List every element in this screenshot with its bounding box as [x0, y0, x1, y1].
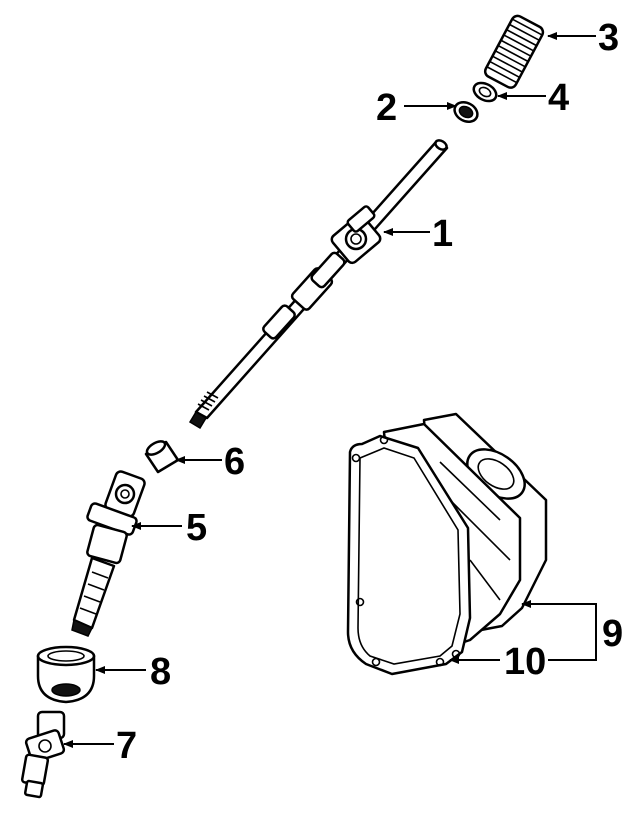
callout-5: 5 [186, 507, 207, 549]
part-grommet [36, 645, 96, 704]
callout-4: 4 [548, 77, 569, 119]
part-ring [472, 81, 498, 103]
part-bearing [453, 101, 479, 123]
callout-2: 2 [376, 87, 397, 129]
part-intermediate-shaft [71, 470, 146, 637]
part-lower-joint [20, 710, 66, 799]
part-upper-shaft [188, 139, 449, 430]
part-boot [144, 440, 180, 474]
callout-numbers: 1 2 3 4 5 6 7 8 9 10 [116, 17, 623, 767]
upper-u-joint [330, 205, 382, 265]
callout-6: 6 [224, 441, 245, 483]
callout-9: 9 [602, 613, 623, 655]
callout-leaders [63, 32, 597, 748]
callout-8: 8 [150, 651, 171, 693]
leader-9-bracket [530, 603, 597, 661]
callout-7: 7 [116, 725, 137, 767]
callout-3: 3 [598, 17, 619, 59]
callout-1: 1 [432, 213, 453, 255]
part-spring [483, 14, 545, 89]
callout-10: 10 [504, 641, 546, 683]
part-gasket [346, 434, 472, 676]
